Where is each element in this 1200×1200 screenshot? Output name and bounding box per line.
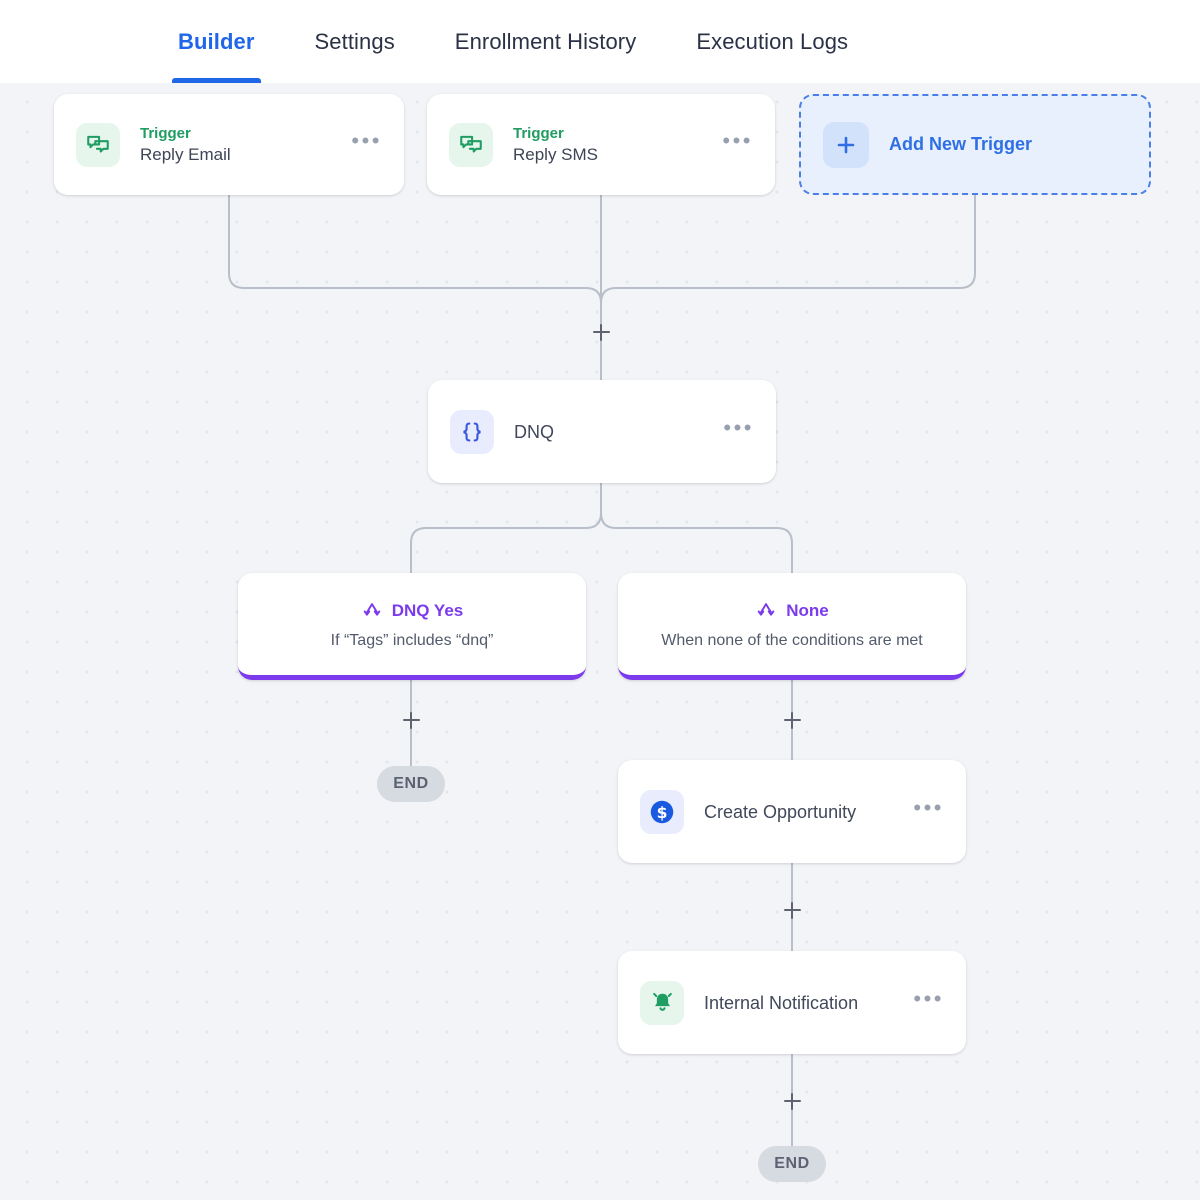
tab-enrollment-history-label: Enrollment History (454, 28, 637, 54)
branch-none[interactable]: None When none of the conditions are met (618, 573, 966, 680)
chat-bubbles-icon (449, 122, 493, 167)
node-menu-icon[interactable]: ••• (723, 414, 754, 440)
add-new-trigger-button[interactable]: Add New Trigger (799, 94, 1151, 195)
tab-settings[interactable]: Settings (285, 0, 425, 83)
tab-execution-logs-label: Execution Logs (696, 28, 849, 54)
tab-builder[interactable]: Builder (148, 0, 285, 83)
branch-dnq-yes-condition: If “Tags” includes “dnq” (330, 632, 494, 649)
node-create-opportunity-title: Create Opportunity (704, 801, 857, 822)
dollar-coin-icon: $ (640, 789, 684, 834)
node-menu-icon[interactable]: ••• (722, 127, 753, 153)
branch-dnq-yes[interactable]: DNQ Yes If “Tags” includes “dnq” (238, 573, 586, 680)
node-create-opportunity-text: Create Opportunity (704, 801, 913, 823)
node-dnq[interactable]: DNQ ••• (428, 380, 776, 483)
tab-settings-label: Settings (314, 28, 395, 54)
branch-fork-icon (755, 600, 777, 622)
tab-execution-logs[interactable]: Execution Logs (666, 0, 878, 83)
tab-bar: Builder Settings Enrollment History Exec… (0, 0, 1200, 83)
node-menu-icon[interactable]: ••• (913, 985, 944, 1011)
end-node-label: END (774, 1155, 810, 1172)
branch-none-head: None (755, 600, 829, 622)
node-create-opportunity[interactable]: $ Create Opportunity ••• (618, 760, 966, 863)
curly-braces-icon (450, 409, 494, 454)
add-step-button-after-internal-notification[interactable] (779, 1088, 805, 1114)
branch-none-label: None (786, 601, 829, 620)
svg-text:$: $ (657, 803, 668, 821)
bell-icon (640, 980, 684, 1025)
node-trigger-reply-sms[interactable]: Trigger Reply SMS ••• (427, 94, 775, 195)
tab-enrollment-history[interactable]: Enrollment History (425, 0, 667, 83)
tab-builder-label: Builder (178, 28, 255, 54)
workflow-canvas[interactable]: Trigger Reply Email ••• Trigger Reply SM… (0, 83, 1200, 1200)
trigger-title: Reply SMS (513, 144, 599, 164)
branch-dnq-yes-label: DNQ Yes (391, 601, 464, 620)
branch-dnq-yes-head: DNQ Yes (361, 600, 464, 622)
tab-list: Builder Settings Enrollment History Exec… (148, 0, 878, 83)
node-menu-icon[interactable]: ••• (913, 794, 944, 820)
add-step-button-after-triggers[interactable] (588, 319, 614, 345)
node-dnq-text: DNQ (514, 421, 723, 443)
trigger-title: Reply Email (140, 144, 231, 164)
end-node-dnq-yes[interactable]: END (377, 766, 445, 802)
end-node-main[interactable]: END (758, 1146, 826, 1182)
node-trigger-reply-sms-text: Trigger Reply SMS (513, 124, 722, 166)
node-menu-icon[interactable]: ••• (351, 127, 382, 153)
add-new-trigger-label: Add New Trigger (889, 134, 1033, 154)
add-step-button-dnq-yes[interactable] (398, 707, 424, 733)
end-node-label: END (393, 775, 429, 792)
node-dnq-title: DNQ (514, 421, 554, 442)
chat-bubbles-icon (76, 122, 120, 167)
add-step-button-none[interactable] (779, 707, 805, 733)
plus-icon (823, 121, 869, 168)
node-internal-notification-title: Internal Notification (704, 992, 859, 1013)
node-internal-notification-text: Internal Notification (704, 992, 913, 1014)
branch-none-condition: When none of the conditions are met (661, 632, 923, 649)
connector-wires (228, 195, 976, 1146)
branch-fork-icon (361, 600, 383, 622)
trigger-kicker: Trigger (513, 124, 564, 142)
node-internal-notification[interactable]: Internal Notification ••• (618, 951, 966, 1054)
node-trigger-reply-email-text: Trigger Reply Email (140, 124, 351, 166)
trigger-kicker: Trigger (140, 124, 191, 142)
node-trigger-reply-email[interactable]: Trigger Reply Email ••• (54, 94, 404, 195)
add-step-button-after-create-opportunity[interactable] (779, 897, 805, 923)
